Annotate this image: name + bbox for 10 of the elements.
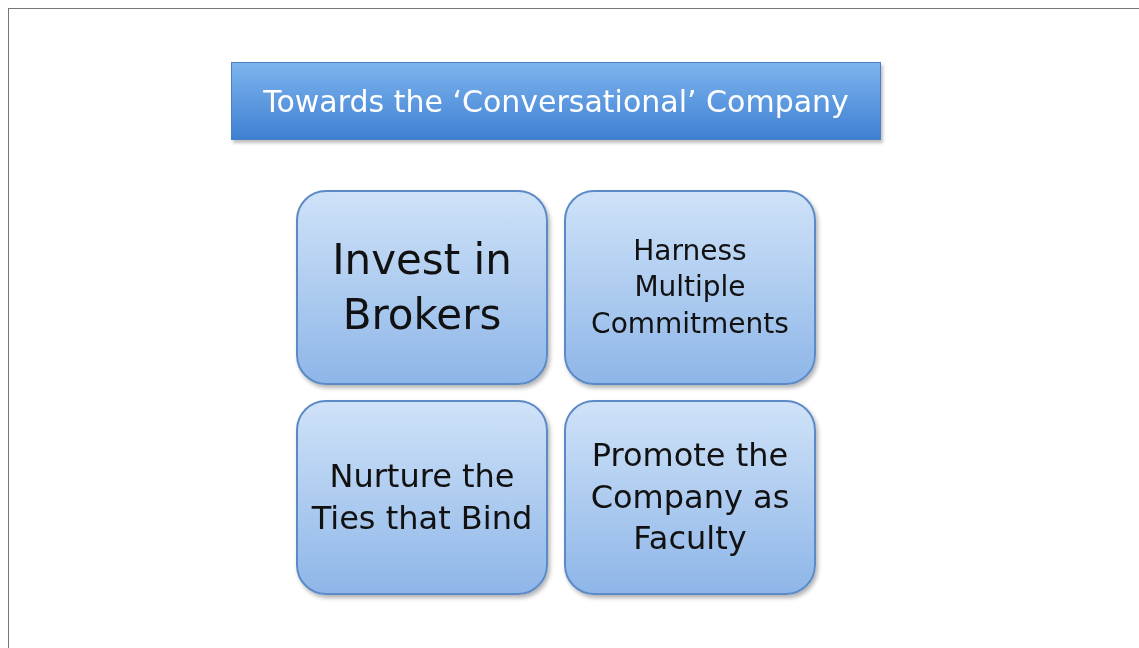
box-text: Invest in Brokers [331, 233, 513, 341]
box-text: Promote the Company as Faculty [589, 435, 791, 560]
rounded-box [296, 190, 548, 385]
rounded-box [296, 400, 548, 595]
rounded-box [564, 400, 816, 595]
box-text: Harness Multiple Commitments [590, 232, 790, 342]
title-banner [231, 62, 881, 140]
rounded-box [564, 190, 816, 385]
box-text: Nurture the Ties that Bind [310, 455, 534, 539]
title-text: Towards the ‘Conversational’ Company [263, 82, 849, 121]
